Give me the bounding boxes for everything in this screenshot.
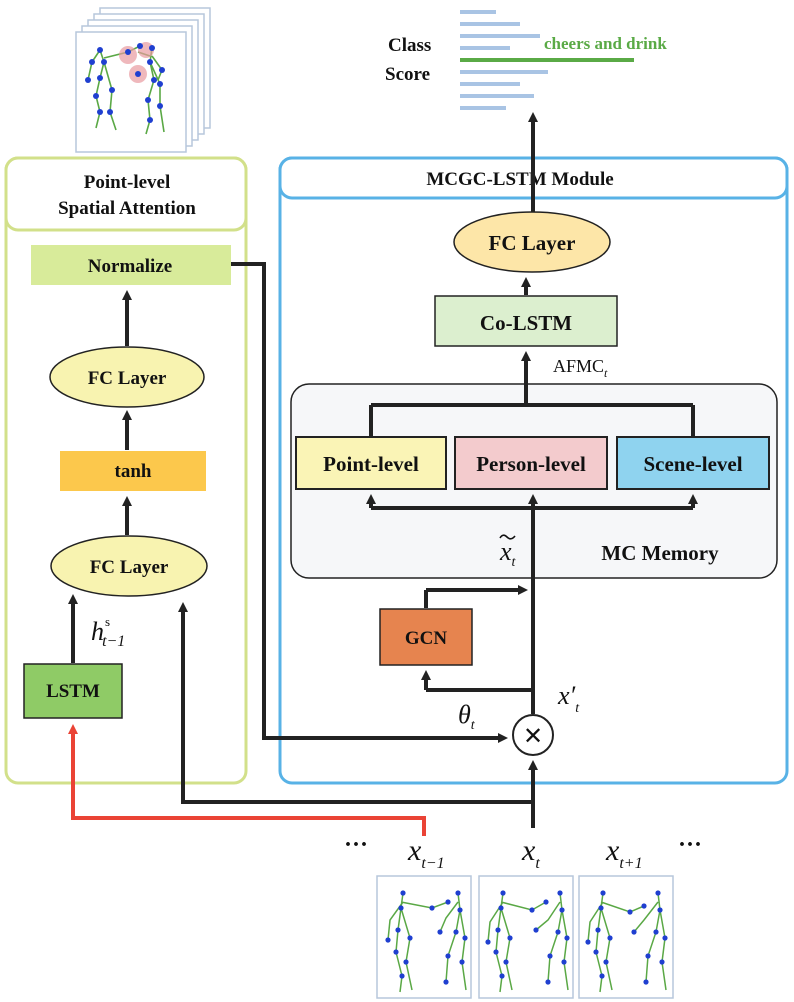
theta-label: θt bbox=[458, 700, 476, 733]
co-lstm-block bbox=[434, 295, 618, 347]
gcn-block bbox=[379, 608, 473, 666]
fc-layer-bottom bbox=[50, 535, 208, 597]
score-label: Score bbox=[385, 64, 430, 85]
red-input-arrow bbox=[68, 724, 426, 836]
mc-memory-label: MC Memory bbox=[601, 541, 719, 565]
skeleton-frame-current-icon bbox=[478, 875, 574, 999]
mcgc-title: MCGC-LSTM Module bbox=[426, 169, 613, 190]
attention-title-line1: Point-level bbox=[84, 172, 171, 193]
ellipsis-right: ··· bbox=[678, 832, 702, 858]
ellipsis-left: ··· bbox=[344, 832, 368, 858]
tanh-label: tanh bbox=[115, 461, 152, 482]
input-sequence-labels: ··· xt−1 xt xt+1 ··· bbox=[344, 832, 702, 872]
attention-title-line2: Spatial Attention bbox=[58, 198, 196, 219]
scene-level-label: Scene-level bbox=[643, 452, 742, 476]
x-next-label: xt+1 bbox=[605, 834, 643, 872]
scene-level-block bbox=[616, 436, 770, 490]
tanh-block bbox=[60, 451, 206, 491]
lstm-label: LSTM bbox=[46, 681, 100, 702]
score-bars bbox=[460, 10, 548, 110]
point-level-block bbox=[295, 436, 447, 490]
multiply-symbol: ✕ bbox=[523, 724, 543, 750]
co-lstm-label: Co-LSTM bbox=[480, 311, 572, 335]
x-prev-label: xt−1 bbox=[407, 834, 445, 872]
cross-connectors bbox=[178, 262, 533, 804]
x-tilde-label: xt bbox=[499, 537, 517, 570]
afmc-label: AFMCt bbox=[553, 356, 608, 380]
class-label: Class bbox=[388, 35, 431, 56]
mcgc-fc-layer-label: FC Layer bbox=[489, 231, 576, 255]
top-class-label: cheers and drink bbox=[544, 34, 667, 53]
fc-layer-top-label: FC Layer bbox=[88, 368, 167, 389]
x-prime-label: x′t bbox=[557, 681, 580, 716]
attention-module: Point-level Spatial Attention Normalize … bbox=[4, 156, 248, 785]
class-score-chart: cheers and drink Class Score bbox=[385, 10, 667, 110]
person-level-block bbox=[454, 436, 608, 490]
skeleton-frame-prev-icon bbox=[376, 875, 472, 999]
normalize-block bbox=[31, 245, 231, 285]
fc-layer-bottom-label: FC Layer bbox=[90, 557, 169, 578]
tilde-mark bbox=[499, 534, 516, 540]
gcn-label: GCN bbox=[405, 628, 448, 649]
person-level-label: Person-level bbox=[476, 452, 586, 476]
fc-layer-top bbox=[49, 346, 205, 408]
input-frames bbox=[376, 875, 674, 999]
attention-module-header bbox=[4, 156, 248, 232]
multiply-node bbox=[512, 714, 554, 756]
point-level-label: Point-level bbox=[323, 452, 419, 476]
skeleton-frame-stack-icon bbox=[75, 7, 211, 153]
mcgc-module: MCGC-LSTM Module FC Layer Co-LSTM AFMCt … bbox=[278, 112, 789, 828]
x-cur-label: xt bbox=[521, 834, 540, 872]
lstm-block bbox=[23, 663, 123, 719]
normalize-label: Normalize bbox=[88, 256, 172, 277]
skeleton-frame-next-icon bbox=[578, 875, 674, 999]
